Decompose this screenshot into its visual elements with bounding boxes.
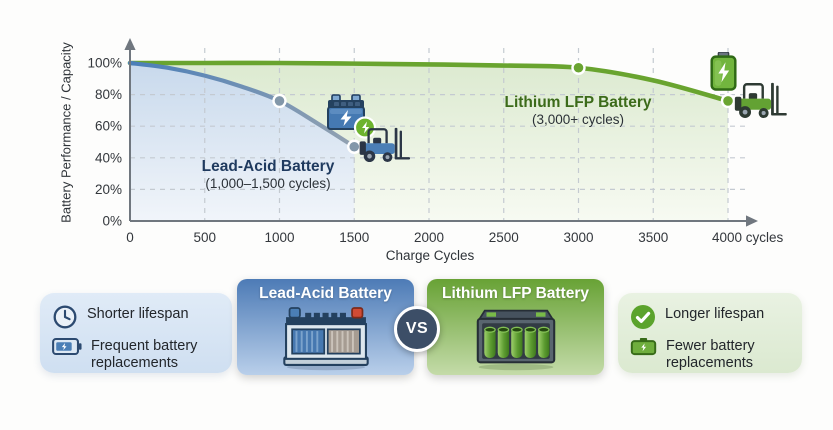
lead-acid-series-label: Lead-Acid Battery (201, 158, 335, 175)
lead-acid-battery-icon (327, 94, 376, 139)
y-tick-label: 0% (102, 214, 122, 229)
lithium-lfp-annotation: Lithium LFP Battery (3,000+ cycles) (483, 93, 673, 129)
chart-canvas: 0 500 1000 1500 2000 2500 3000 3500 4000 cycles 0… (87, 38, 784, 245)
y-tick-label: 60% (95, 119, 122, 134)
lead-acid-card-title: Lead-Acid Battery (259, 285, 392, 302)
vs-badge: VS (394, 306, 440, 352)
clock-icon (53, 305, 77, 329)
data-point-marker (571, 60, 586, 75)
x-tick-label: 2000 (414, 230, 444, 245)
chart-gridlines (130, 48, 748, 221)
benefit-label: Longer lifespan (665, 306, 765, 322)
y-axis-title: Battery Performance / Capacity (58, 42, 74, 223)
drawback-label: Frequent battery replacements (91, 338, 198, 372)
benefit-label: Fewer battery replacements (666, 338, 755, 372)
lithium-battery-pack-illustration (476, 309, 555, 371)
drawback-label: Shorter lifespan (87, 306, 189, 322)
y-tick-label: 80% (95, 87, 122, 102)
y-axis-arrow (124, 38, 136, 50)
y-tick-label: 100% (87, 56, 122, 71)
x-tick-label: 3000 (563, 230, 593, 245)
drawback-row: Shorter lifespan (52, 303, 220, 330)
benefit-row: Fewer battery replacements (630, 335, 790, 372)
drawback-row: Frequent battery replacements (52, 335, 220, 372)
green-forklift-icon (731, 81, 787, 120)
lead-acid-annotation: Lead-Acid Battery (1,000–1,500 cycles) (173, 157, 363, 193)
x-tick-label: 0 (126, 230, 134, 245)
x-tick-label: 3500 (638, 230, 668, 245)
y-tick-label: 20% (95, 182, 122, 197)
chart-axes (129, 49, 748, 222)
battery-icon (52, 337, 82, 356)
battery-icon (630, 337, 657, 356)
x-tick-label: 500 (193, 230, 216, 245)
data-point-marker (272, 93, 287, 109)
vs-label: VS (405, 320, 429, 337)
lithium-lfp-card-title: Lithium LFP Battery (442, 285, 589, 302)
x-tick-label: 1500 (339, 230, 369, 245)
x-axis-arrow (746, 215, 758, 227)
green-battery-icon (710, 52, 737, 91)
lithium-lfp-card: Lithium LFP Battery (427, 279, 604, 375)
lead-acid-battery-illustration (282, 307, 369, 371)
blue-forklift-icon (356, 126, 410, 164)
x-tick-label: 2500 (489, 230, 519, 245)
benefit-row: Longer lifespan (630, 303, 790, 330)
lithium-benefits-card: Longer lifespan Fewer battery replacemen… (618, 293, 802, 373)
lead-acid-drawbacks-card: Shorter lifespan Frequent battery replac… (40, 293, 232, 373)
check-icon (631, 305, 655, 329)
lithium-lfp-battery-curve (127, 60, 731, 104)
data-point-marker (720, 93, 736, 109)
y-tick-label: 40% (95, 150, 122, 165)
lead-acid-battery-curve (127, 60, 357, 149)
x-tick-label: 4000 cycles (712, 230, 784, 245)
lithium-lfp-series-label: Lithium LFP Battery (504, 94, 652, 111)
lithium-lfp-series-sublabel: (3,000+ cycles) (532, 112, 624, 128)
lead-acid-card: Lead-Acid Battery (237, 279, 414, 375)
x-axis-title: Charge Cycles (385, 248, 475, 263)
lead-acid-series-sublabel: (1,000–1,500 cycles) (205, 176, 331, 192)
lead-acid-battery-area (130, 63, 355, 221)
battery-lifespan-chart: 0 500 1000 1500 2000 2500 3000 3500 4000 cycles 0… (58, 38, 833, 263)
x-tick-label: 1000 (264, 230, 294, 245)
